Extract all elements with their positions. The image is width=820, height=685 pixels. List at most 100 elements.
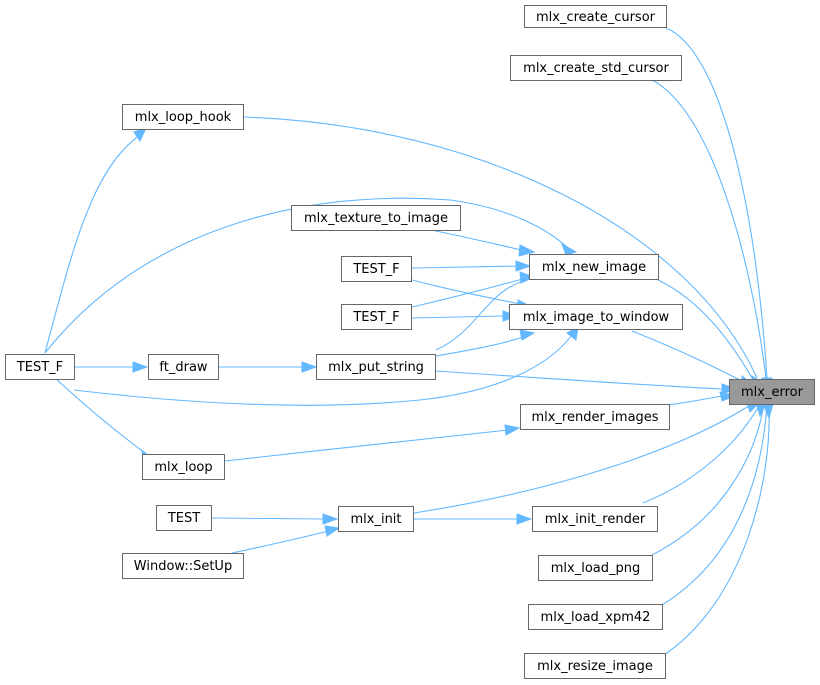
edge-put-string-to-image-to-window bbox=[435, 335, 527, 357]
edge-resize-image-to-error bbox=[663, 403, 770, 656]
edge-test-to-init bbox=[211, 517, 326, 520]
node-mlx-init[interactable]: mlx_init bbox=[338, 506, 414, 532]
node-mlx-load-xpm42[interactable]: mlx_load_xpm42 bbox=[528, 604, 663, 630]
arrowhead-image-to-window-3 bbox=[519, 329, 536, 341]
node-label: Window::SetUp bbox=[134, 559, 232, 574]
node-label: mlx_new_image bbox=[542, 260, 646, 275]
arrowhead-new-image-1 bbox=[518, 244, 536, 257]
node-label: mlx_render_images bbox=[531, 410, 658, 425]
node-box bbox=[524, 653, 666, 679]
edge-new-image-to-error bbox=[657, 279, 753, 379]
node-box bbox=[538, 555, 653, 581]
node-label: TEST_F bbox=[352, 262, 399, 277]
node-box bbox=[510, 55, 682, 81]
edge-testfroot-to-image-to-window bbox=[73, 331, 575, 406]
arrowhead-new-image-4 bbox=[561, 242, 578, 256]
node-label: mlx_create_std_cursor bbox=[523, 61, 669, 76]
node-box bbox=[524, 5, 667, 28]
arrowhead-render-images bbox=[504, 424, 521, 436]
node-label: ft_draw bbox=[159, 360, 208, 375]
node-ft-draw[interactable]: ft_draw bbox=[148, 354, 219, 380]
node-label: mlx_error bbox=[741, 385, 804, 400]
node-box bbox=[528, 604, 663, 630]
node-mlx-new-image[interactable]: mlx_new_image bbox=[529, 254, 659, 280]
node-box bbox=[520, 404, 670, 430]
node-mlx-render-images[interactable]: mlx_render_images bbox=[520, 404, 670, 430]
edge-put-string-to-error bbox=[435, 370, 723, 390]
node-box bbox=[122, 553, 244, 579]
node-mlx-loop-hook[interactable]: mlx_loop_hook bbox=[122, 104, 244, 130]
node-label: TEST_F bbox=[16, 360, 63, 375]
node-label: mlx_init_render bbox=[545, 512, 646, 527]
edge-render-images-to-error bbox=[667, 395, 723, 406]
edge-image-to-window-to-error bbox=[631, 330, 743, 382]
edge-testf1-to-image-to-window bbox=[411, 279, 526, 306]
node-box-focus bbox=[729, 379, 815, 405]
node-box bbox=[338, 506, 414, 532]
node-label: mlx_load_png bbox=[551, 561, 641, 576]
edge-testfroot-to-loop bbox=[54, 377, 149, 456]
edge-testfroot-to-loop-hook bbox=[44, 134, 141, 354]
node-box bbox=[532, 506, 658, 532]
node-mlx-image-to-window[interactable]: mlx_image_to_window bbox=[509, 304, 683, 330]
edge-setup-to-init bbox=[231, 530, 330, 554]
node-mlx-loop[interactable]: mlx_loop bbox=[142, 454, 225, 480]
node-test[interactable]: TEST bbox=[156, 505, 212, 531]
arrowhead-error-left-2 bbox=[719, 391, 737, 402]
arrowhead-init-1 bbox=[322, 513, 339, 525]
node-box bbox=[341, 304, 412, 330]
edge-init-to-error bbox=[413, 403, 753, 514]
arrowhead-error-bottom-3 bbox=[762, 403, 774, 420]
edge-texture-to-new-image bbox=[430, 229, 527, 252]
arrowhead-put-string bbox=[301, 361, 318, 373]
node-box bbox=[291, 205, 461, 231]
node-label: mlx_image_to_window bbox=[523, 310, 670, 325]
edge-loop-to-render-images bbox=[224, 429, 509, 462]
node-mlx-put-string[interactable]: mlx_put_string bbox=[316, 354, 436, 380]
node-label: mlx_loop bbox=[154, 460, 212, 475]
edges bbox=[44, 27, 770, 656]
arrowhead-init-render bbox=[516, 513, 533, 525]
arrowheads bbox=[132, 127, 774, 537]
node-label: mlx_put_string bbox=[328, 360, 424, 375]
node-label: mlx_create_cursor bbox=[536, 10, 656, 25]
edge-init-render-to-error bbox=[642, 403, 761, 504]
edge-testf2-to-new-image bbox=[411, 277, 527, 308]
node-mlx-init-render[interactable]: mlx_init_render bbox=[532, 506, 658, 532]
node-mlx-texture-to-image[interactable]: mlx_texture_to_image bbox=[291, 205, 461, 231]
node-label: TEST bbox=[167, 511, 200, 526]
node-mlx-load-png[interactable]: mlx_load_png bbox=[538, 555, 653, 581]
node-test-f-2[interactable]: TEST_F bbox=[341, 304, 412, 330]
node-box bbox=[5, 354, 75, 380]
nodes: mlx_create_cursor mlx_create_std_cursor … bbox=[5, 5, 815, 679]
node-label: mlx_texture_to_image bbox=[304, 211, 448, 226]
edge-create-cursor-to-error bbox=[665, 27, 768, 379]
edge-load-xpm42-to-error bbox=[661, 403, 768, 606]
node-label: mlx_load_xpm42 bbox=[541, 610, 651, 625]
node-mlx-error[interactable]: mlx_error bbox=[729, 379, 815, 405]
node-box bbox=[316, 354, 436, 380]
node-label: mlx_loop_hook bbox=[135, 110, 232, 125]
node-box bbox=[341, 256, 412, 282]
node-mlx-create-std-cursor[interactable]: mlx_create_std_cursor bbox=[510, 55, 682, 81]
node-mlx-resize-image[interactable]: mlx_resize_image bbox=[524, 653, 666, 679]
node-label: mlx_resize_image bbox=[537, 659, 653, 674]
node-window-setup[interactable]: Window::SetUp bbox=[122, 553, 244, 579]
node-test-f-1[interactable]: TEST_F bbox=[341, 256, 412, 282]
node-box bbox=[142, 454, 225, 480]
edge-create-std-cursor-to-error bbox=[651, 79, 767, 379]
arrowhead-new-image-2 bbox=[515, 260, 532, 272]
node-test-f-root[interactable]: TEST_F bbox=[5, 354, 75, 380]
node-box bbox=[509, 304, 683, 330]
node-box bbox=[148, 354, 219, 380]
arrowhead-init-2 bbox=[324, 525, 341, 537]
edge-load-png-to-error bbox=[651, 403, 765, 556]
edge-testf2-to-image-to-window bbox=[411, 315, 504, 319]
edge-put-string-to-new-image bbox=[435, 278, 531, 351]
edge-loop-hook-to-error bbox=[243, 116, 758, 379]
node-mlx-create-cursor[interactable]: mlx_create_cursor bbox=[524, 5, 667, 28]
edge-testfroot-to-new-image bbox=[44, 197, 571, 354]
node-label: TEST_F bbox=[352, 310, 399, 325]
edge-testf1-to-new-image bbox=[411, 265, 523, 269]
node-box bbox=[156, 505, 212, 531]
